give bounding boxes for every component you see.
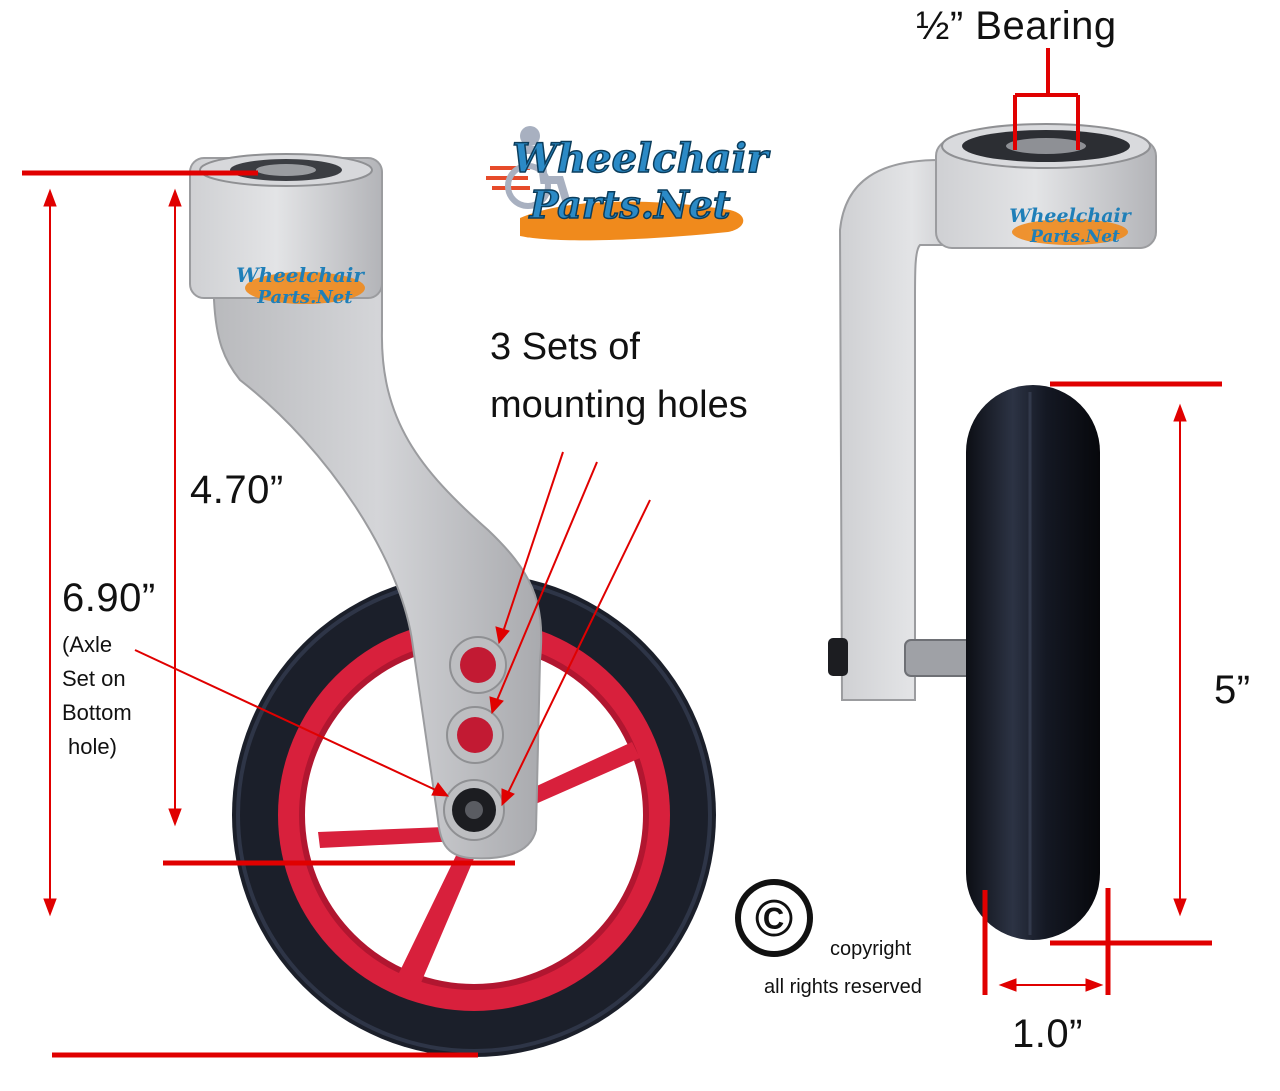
axle-note-line1: (Axle	[62, 632, 113, 657]
left-caster-assembly: Wheelchair Parts.Net	[189, 153, 716, 1057]
rights-reserved-text: all rights reserved	[764, 976, 922, 998]
svg-text:Parts.Net: Parts.Net	[1029, 227, 1120, 247]
axle-note-line2: Set on	[62, 666, 126, 691]
copyright-text: copyright	[830, 938, 912, 960]
bearing-label: ½” Bearing	[916, 4, 1117, 48]
axle-note-line3: Bottom	[62, 700, 132, 725]
copyright-mark: ©	[735, 879, 813, 957]
logo-text-line1: Wheelchair	[512, 135, 771, 182]
right-axle	[904, 639, 974, 677]
mounting-holes	[443, 636, 507, 841]
wheel-width-label: 1.0”	[1012, 1012, 1083, 1056]
logo-text-line2: Parts.Net	[529, 182, 731, 227]
dimension-lines	[22, 48, 1222, 1058]
wheel-diameter-label: 5”	[1214, 668, 1251, 712]
main-logo: Wheelchair Parts.Net	[486, 126, 772, 241]
right-caster-assembly: Wheelchair Parts.Net	[828, 123, 1157, 940]
svg-text:Wheelchair: Wheelchair	[1009, 205, 1132, 227]
left-fork-logo: Wheelchair Parts.Net	[236, 263, 365, 308]
right-housing-logo: Wheelchair Parts.Net	[1009, 205, 1132, 247]
mounting-holes-label-line2: mounting holes	[490, 384, 748, 426]
axle-note-line4: hole)	[68, 734, 117, 759]
mounting-holes-label-line1: 3 Sets of	[490, 326, 640, 368]
copyright-symbol: ©	[755, 890, 793, 948]
svg-text:Parts.Net: Parts.Net	[256, 287, 353, 308]
svg-text:Wheelchair: Wheelchair	[236, 263, 365, 287]
height-470-label: 4.70”	[190, 468, 284, 512]
left-fork-arm	[213, 199, 543, 860]
right-wheel-tire	[966, 385, 1100, 940]
height-690-label: 6.90”	[62, 576, 156, 620]
